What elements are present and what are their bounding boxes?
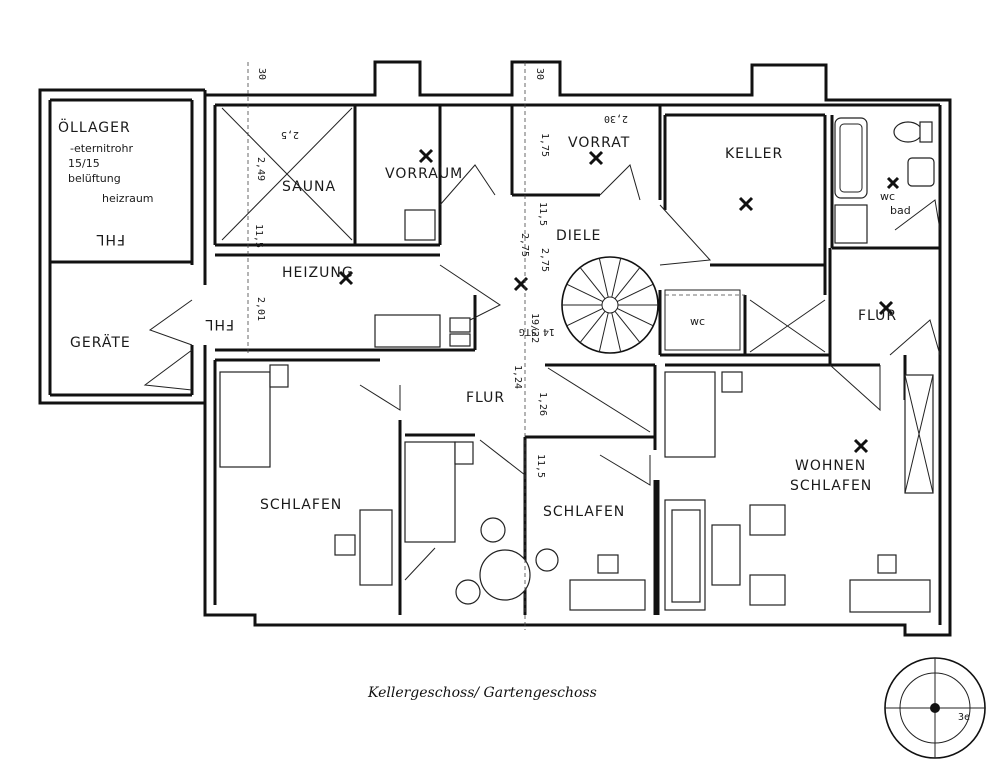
stair-tread bbox=[579, 310, 606, 343]
dimension-labels: 30 30 2,49 11,5 2,5 1,75 2,30 11,5 2,75 … bbox=[253, 68, 628, 478]
dim-275b: 2,75 bbox=[539, 248, 550, 272]
label-wc-bad2: bad bbox=[890, 204, 911, 217]
outer-walls bbox=[38, 60, 952, 637]
stair-tread bbox=[598, 258, 609, 298]
dim-201: 2,01 bbox=[255, 297, 266, 321]
label-oellager: ÖLLAGER bbox=[58, 118, 131, 136]
label-schlafen-right: SCHLAFEN bbox=[790, 478, 872, 494]
stair-tread bbox=[579, 267, 606, 300]
spiral-staircase bbox=[561, 256, 659, 354]
stair-tread bbox=[614, 267, 641, 300]
label-flur-center: FLUR bbox=[466, 390, 505, 406]
label-wc: wc bbox=[690, 315, 705, 328]
stair-tread bbox=[566, 283, 604, 302]
stair-tread bbox=[616, 308, 654, 327]
label-geraete: GERÄTE bbox=[70, 333, 131, 351]
compass-rose: 3e bbox=[884, 657, 986, 759]
stair-tread bbox=[611, 312, 622, 352]
reference-lines bbox=[247, 62, 745, 630]
label-oellager-note2: 15/15 bbox=[68, 157, 100, 170]
compass-label: 3e bbox=[958, 712, 970, 723]
label-wc-bad: wc bbox=[880, 190, 895, 203]
dim-1922: 19/22 bbox=[529, 313, 540, 343]
label-oellager-note1: -eternitrohr bbox=[70, 142, 133, 155]
label-sauna: SAUNA bbox=[282, 179, 336, 195]
label-fhl-top: FHL bbox=[96, 231, 125, 247]
dim-275: 2,75 bbox=[519, 233, 530, 257]
label-wohnen: WOHNEN bbox=[795, 458, 866, 474]
plan-caption: Kellergeschoss/ Gartengeschoss bbox=[367, 685, 597, 701]
dim-30-left: 30 bbox=[256, 68, 267, 80]
label-diele: DIELE bbox=[556, 228, 601, 244]
label-keller: KELLER bbox=[725, 146, 783, 162]
label-vorraum: VORRAUM bbox=[385, 166, 463, 182]
label-flur-right: FLUR bbox=[858, 308, 897, 324]
dim-230: 2,30 bbox=[604, 113, 628, 124]
stair-tread bbox=[611, 258, 622, 298]
dim-115-diele: 11,5 bbox=[537, 202, 548, 226]
label-oellager-note4: heizraum bbox=[102, 192, 154, 205]
label-vorrat: VORRAT bbox=[568, 135, 630, 151]
label-heizung: HEIZUNG bbox=[282, 265, 354, 281]
label-schlafen-mid: SCHLAFEN bbox=[543, 504, 625, 520]
dim-115-sauna: 11,5 bbox=[253, 224, 264, 248]
dim-14stg: 14 STG bbox=[519, 326, 555, 337]
dim-30-mid: 30 bbox=[534, 68, 545, 80]
dim-25: 2,5 bbox=[281, 129, 299, 140]
label-fhl-left: FHL bbox=[205, 316, 234, 332]
dim-115-flur: 11,5 bbox=[535, 454, 546, 478]
dim-175: 1,75 bbox=[539, 133, 550, 157]
stair-tread bbox=[614, 310, 641, 343]
fixtures bbox=[219, 117, 935, 613]
stair-tread bbox=[598, 312, 609, 352]
room-labels: ÖLLAGER -eternitrohr 15/15 belüftung hei… bbox=[58, 118, 911, 520]
dim-124: 1,24 bbox=[512, 365, 523, 389]
label-oellager-note3: belüftung bbox=[68, 172, 121, 185]
dim-249: 2,49 bbox=[255, 157, 266, 181]
stair-tread bbox=[566, 308, 604, 327]
dim-126: 1,26 bbox=[537, 392, 548, 416]
stair-tread bbox=[616, 283, 654, 302]
label-schlafen-left: SCHLAFEN bbox=[260, 497, 342, 513]
